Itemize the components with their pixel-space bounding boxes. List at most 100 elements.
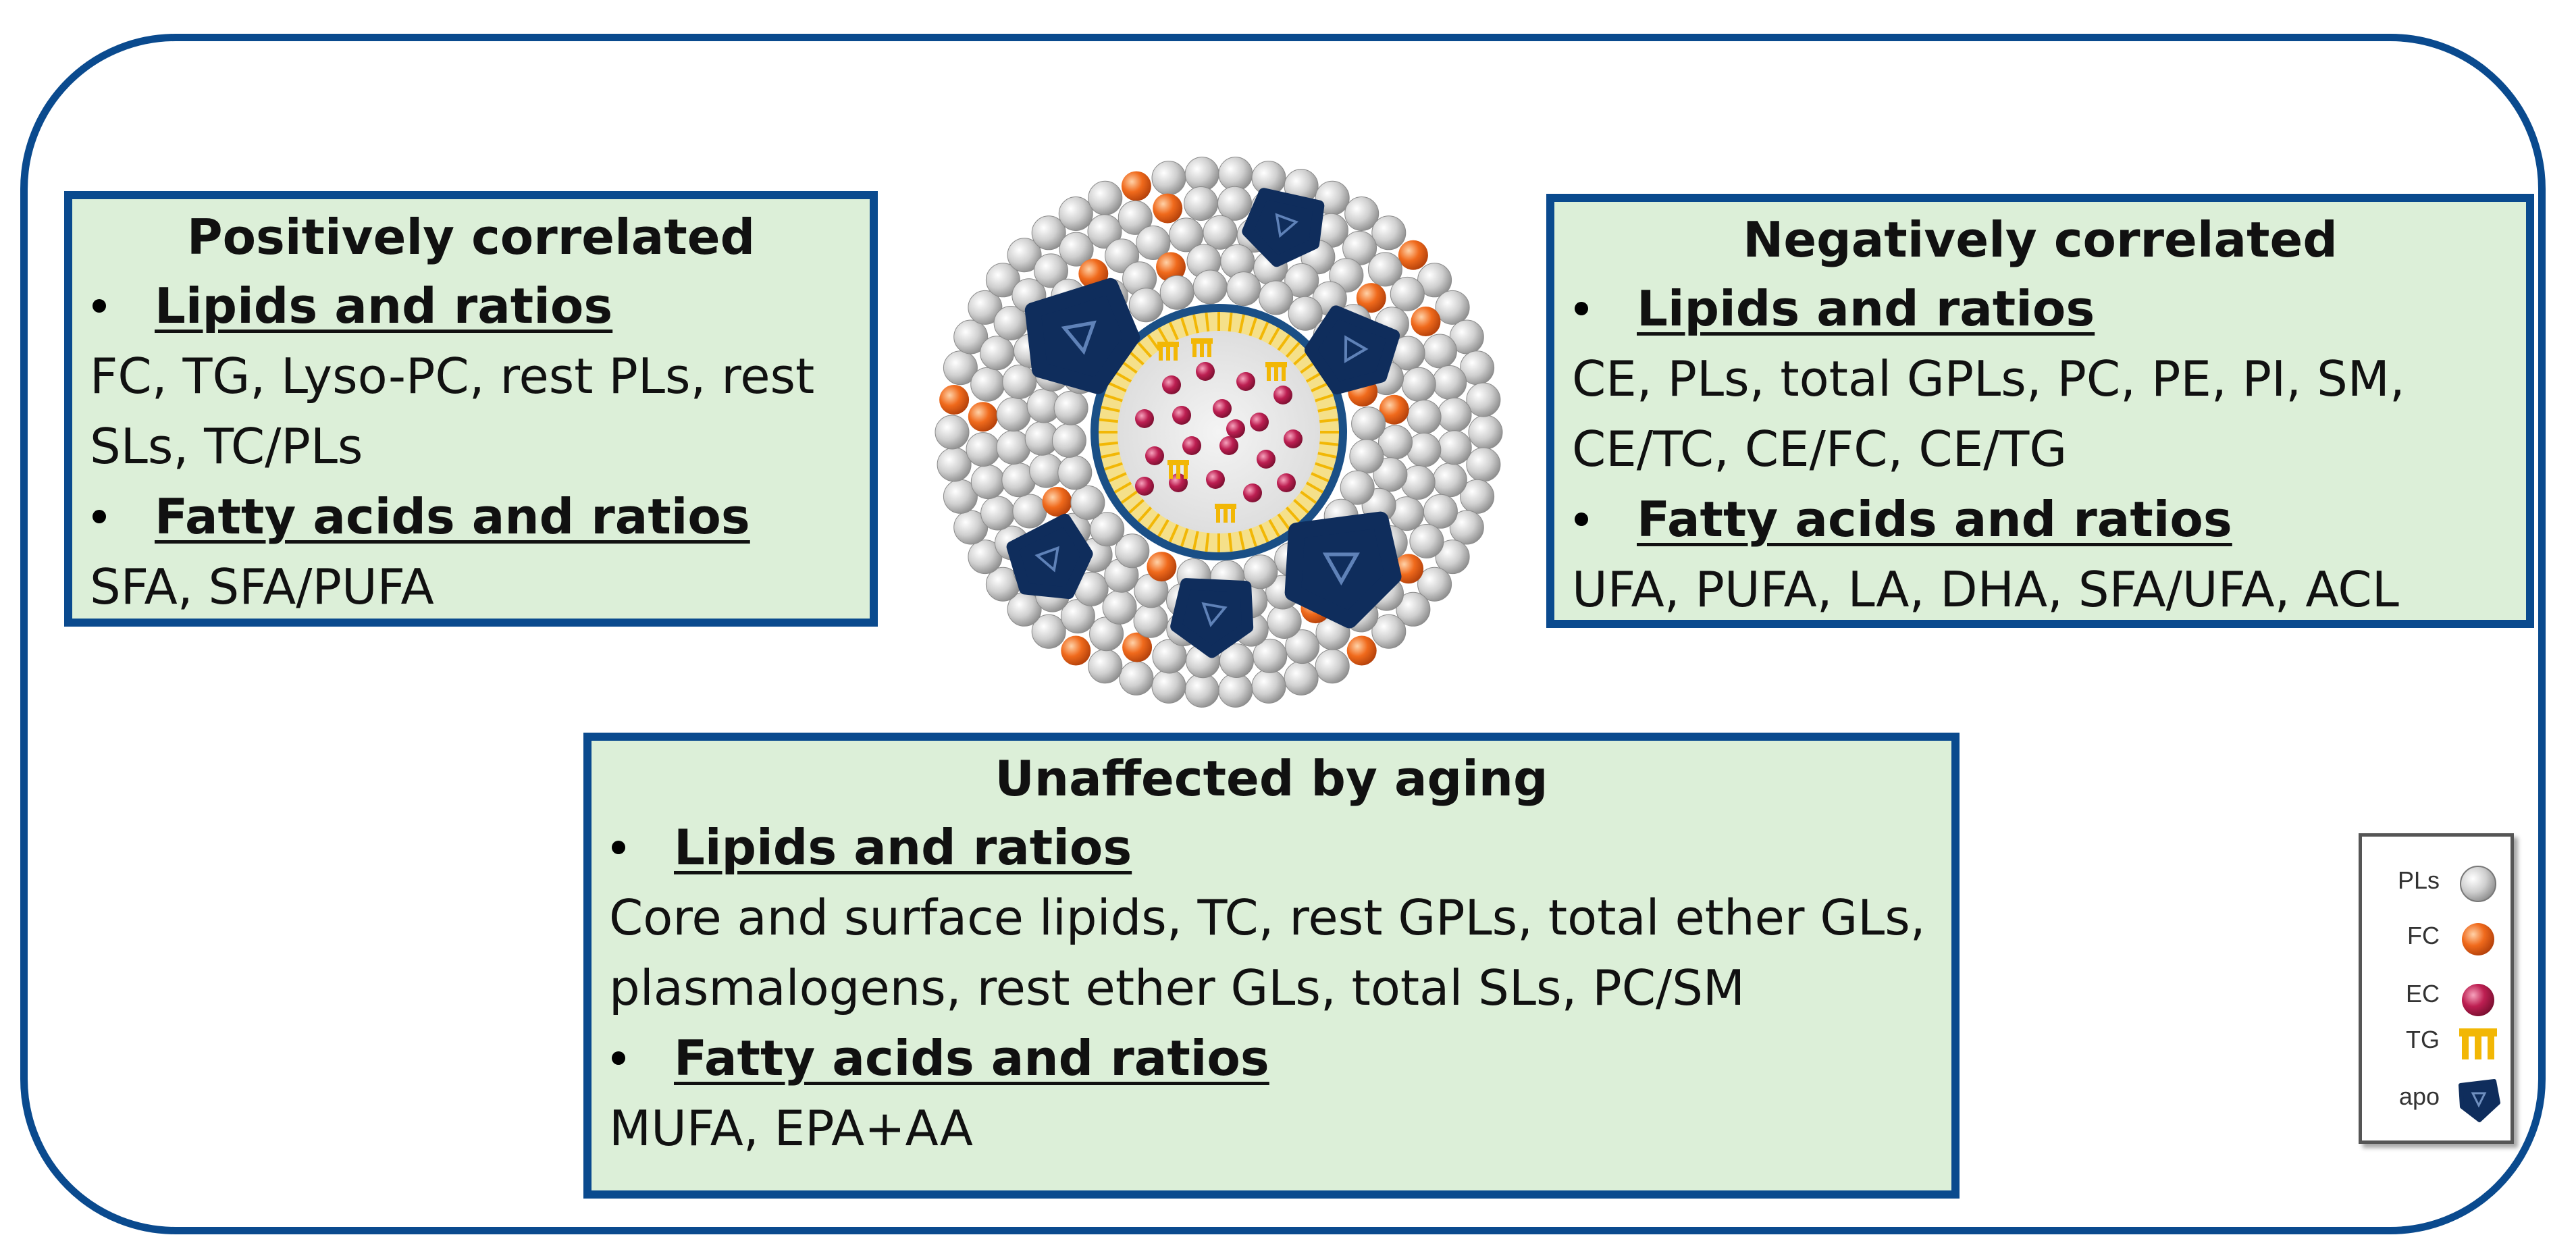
phospholipid-sphere xyxy=(1407,432,1442,467)
phospholipid-sphere xyxy=(1088,649,1123,684)
particle-core xyxy=(1090,304,1347,560)
phospholipid-sphere xyxy=(1152,639,1187,674)
phospholipid-sphere xyxy=(1151,668,1186,704)
phospholipid-sphere xyxy=(1437,397,1472,432)
lipid-tail xyxy=(1293,350,1309,366)
lipid-tail xyxy=(1228,532,1233,552)
esterified-cholesterol-sphere xyxy=(1172,406,1191,425)
esterified-cholesterol-sphere xyxy=(1162,375,1181,394)
lipid-tail xyxy=(1319,418,1339,423)
phospholipid-sphere xyxy=(1217,186,1252,221)
phospholipid-sphere xyxy=(937,447,972,482)
lipid-tail xyxy=(1108,472,1127,483)
phospholipid-sphere xyxy=(1102,589,1137,625)
phospholipid-sphere xyxy=(970,367,1005,402)
free-cholesterol-icon xyxy=(2462,923,2494,955)
phospholipid-sphere xyxy=(1344,196,1379,231)
free-cholesterol-sphere xyxy=(1121,171,1151,201)
triglyceride-molecule xyxy=(1215,504,1236,523)
free-cholesterol-sphere xyxy=(1147,552,1177,582)
lipid-tail xyxy=(1099,418,1119,423)
triglyceride-molecule xyxy=(1157,342,1179,361)
list-line: Core and surface lipids, TC, rest GPLs, … xyxy=(609,889,1926,946)
esterified-cholesterol-sphere xyxy=(1236,372,1255,391)
lipoprotein-particle-illustration xyxy=(935,157,1503,708)
legend-label: FC xyxy=(2407,922,2440,949)
phospholipid-sphere xyxy=(935,415,970,450)
box-title: Positively correlated xyxy=(186,209,756,265)
phospholipid-sphere xyxy=(980,496,1016,531)
list-line: CE, PLs, total GPLs, PC, PE, PI, SM, xyxy=(1572,350,2405,407)
positively-correlated-box: Positively correlated Lipids and ratios … xyxy=(64,191,878,627)
lipid-tail xyxy=(1168,524,1179,543)
bullet-dot xyxy=(612,841,625,854)
phospholipid-sphere xyxy=(1449,319,1484,355)
esterified-cholesterol-sphere xyxy=(1219,436,1238,455)
phospholipid-sphere xyxy=(1422,334,1457,369)
phospholipid-sphere xyxy=(1226,271,1261,307)
esterified-cholesterol-sphere xyxy=(1284,429,1303,448)
phospholipid-sphere xyxy=(1034,253,1068,288)
lipid-tail xyxy=(1205,312,1210,332)
lipid-tail xyxy=(1300,490,1317,504)
phospholipid-sphere xyxy=(1012,494,1047,529)
list-line: SFA, SFA/PUFA xyxy=(90,558,434,615)
esterified-cholesterol-sphere xyxy=(1226,419,1245,438)
lipid-tail xyxy=(1192,531,1199,550)
lipid-tail xyxy=(1137,506,1153,523)
lipid-tail xyxy=(1205,532,1210,552)
unaffected-by-aging-box: Unaffected by aging Lipids and ratios Co… xyxy=(583,733,1960,1199)
apolipoprotein-shape xyxy=(1242,188,1325,267)
phospholipid-sphere xyxy=(1002,365,1037,399)
lipid-tail xyxy=(1137,342,1153,358)
legend-label: PLs xyxy=(2397,866,2440,894)
free-cholesterol-sphere xyxy=(1042,487,1072,517)
esterified-cholesterol-sphere xyxy=(1243,483,1262,502)
free-cholesterol-sphere xyxy=(1153,193,1183,224)
list-line: plasmalogens, rest ether GLs, total SLs,… xyxy=(609,960,1745,1016)
lipid-tail xyxy=(1311,472,1330,483)
phospholipid-sphere xyxy=(1151,161,1186,196)
esterified-cholesterol-sphere xyxy=(1145,446,1164,465)
section-heading: Lipids and ratios xyxy=(601,812,1942,883)
phospholipid-icon xyxy=(2460,866,2496,902)
phospholipid-sphere xyxy=(1371,614,1407,649)
lipid-tail xyxy=(1285,342,1300,358)
esterified-cholesterol-sphere xyxy=(1206,470,1225,489)
phospholipid-sphere xyxy=(1284,660,1319,695)
box-title: Negatively correlated xyxy=(1743,211,2338,268)
legend-item-pls: PLs xyxy=(2362,857,2511,911)
lipid-tail xyxy=(1311,382,1330,392)
phospholipid-sphere xyxy=(953,510,989,545)
phospholipid-sphere xyxy=(1449,510,1484,545)
phospholipid-sphere xyxy=(1007,238,1042,273)
phospholipid-sphere xyxy=(1057,455,1093,490)
phospholipid-sphere xyxy=(1058,196,1093,231)
legend-label: apo xyxy=(2398,1082,2440,1110)
legend: PLs FC EC TG apo xyxy=(2359,833,2514,1144)
phospholipid-sphere xyxy=(1087,214,1122,249)
phospholipid-sphere xyxy=(1315,649,1350,684)
lipid-tail xyxy=(1180,317,1189,336)
free-cholesterol-sphere xyxy=(1379,394,1409,425)
phospholipid-sphere xyxy=(1349,439,1384,474)
box-title: Unaffected by aging xyxy=(995,750,1548,807)
phospholipid-sphere xyxy=(1466,447,1501,482)
lipid-tail xyxy=(1099,441,1119,446)
lipid-tail xyxy=(1104,462,1123,471)
phospholipid-sphere xyxy=(1070,485,1105,520)
triglyceride-molecule xyxy=(1167,460,1189,479)
phospholipid-sphere xyxy=(953,319,989,355)
section-heading: Lipids and ratios xyxy=(82,271,860,341)
lipid-tail xyxy=(1293,498,1309,514)
phospholipid-sphere xyxy=(1184,673,1219,708)
phospholipid-sphere xyxy=(1373,457,1408,492)
lipid-tail xyxy=(1101,452,1120,458)
bullet-dot xyxy=(93,299,106,313)
lipid-tail xyxy=(1147,513,1161,531)
phospholipid-sphere xyxy=(1119,660,1154,695)
phospholipid-sphere xyxy=(980,336,1015,371)
free-cholesterol-sphere xyxy=(1398,240,1428,270)
lipid-tail xyxy=(1277,513,1291,531)
lipid-tail xyxy=(1317,452,1337,458)
